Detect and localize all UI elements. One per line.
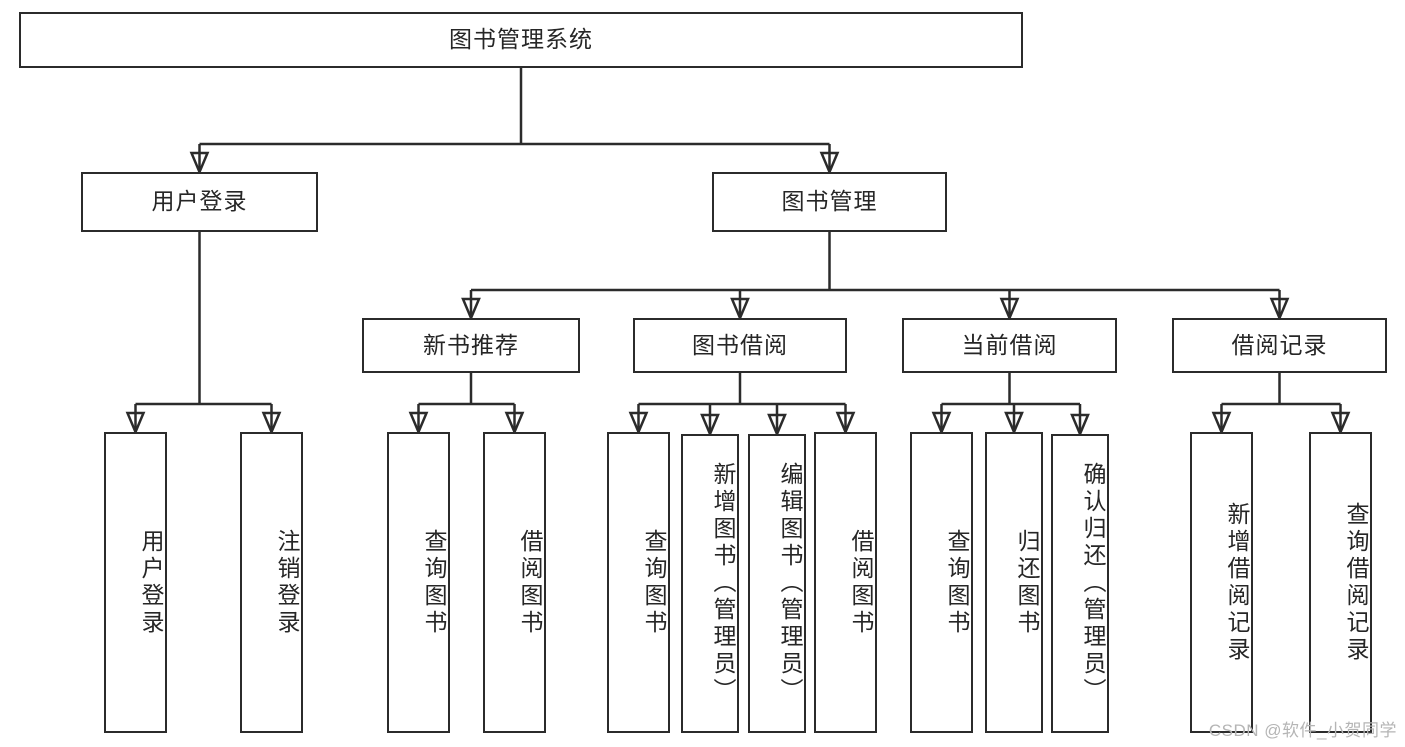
node-records: 借阅记录 xyxy=(1172,318,1387,373)
node-newbook: 新书推荐 xyxy=(362,318,580,373)
node-label: 借阅图书 xyxy=(517,528,543,637)
node-label: 查询图书 xyxy=(641,528,667,637)
node-label: 确认归还（管理员） xyxy=(1080,462,1106,705)
node-root: 图书管理系统 xyxy=(19,12,1023,68)
node-label: 新书推荐 xyxy=(423,331,519,358)
node-leaf-query-book-borrow: 查询图书 xyxy=(607,432,670,733)
node-label: 图书管理 xyxy=(781,188,878,215)
node-label: 查询图书 xyxy=(421,528,447,637)
node-leaf-confirm-return: 确认归还（管理员） xyxy=(1051,434,1109,733)
node-leaf-logout: 注销登录 xyxy=(240,432,303,733)
node-leaf-user-login: 用户登录 xyxy=(104,432,167,733)
node-leaf-add-record: 新增借阅记录 xyxy=(1190,432,1253,733)
node-login: 用户登录 xyxy=(81,172,318,232)
node-leaf-query-book-new: 查询图书 xyxy=(387,432,450,733)
node-leaf-borrow-book: 借阅图书 xyxy=(814,432,877,733)
node-label: 图书管理系统 xyxy=(449,26,593,53)
watermark: CSDN @软件_小贺同学 xyxy=(1208,721,1397,740)
node-bookmgmt: 图书管理 xyxy=(712,172,947,232)
node-borrow: 图书借阅 xyxy=(633,318,847,373)
node-leaf-borrow-book-new: 借阅图书 xyxy=(483,432,546,733)
node-label: 用户登录 xyxy=(151,188,248,215)
node-leaf-query-book-current: 查询图书 xyxy=(910,432,973,733)
node-label: 借阅记录 xyxy=(1231,331,1328,358)
node-leaf-add-book: 新增图书（管理员） xyxy=(681,434,739,733)
node-label: 查询图书 xyxy=(944,528,970,637)
node-label: 图书借阅 xyxy=(692,331,788,358)
node-leaf-query-record: 查询借阅记录 xyxy=(1309,432,1372,733)
node-leaf-return-book: 归还图书 xyxy=(985,432,1043,733)
node-label: 新增图书（管理员） xyxy=(710,462,736,705)
node-label: 当前借阅 xyxy=(961,331,1058,358)
node-label: 注销登录 xyxy=(274,528,300,637)
node-current: 当前借阅 xyxy=(902,318,1117,373)
node-label: 编辑图书（管理员） xyxy=(777,462,803,705)
node-label: 归还图书 xyxy=(1014,528,1040,637)
node-label: 新增借阅记录 xyxy=(1224,501,1250,664)
node-label: 借阅图书 xyxy=(848,528,874,637)
node-label: 用户登录 xyxy=(138,528,164,637)
node-label: 查询借阅记录 xyxy=(1343,501,1369,664)
node-leaf-edit-book: 编辑图书（管理员） xyxy=(748,434,806,733)
